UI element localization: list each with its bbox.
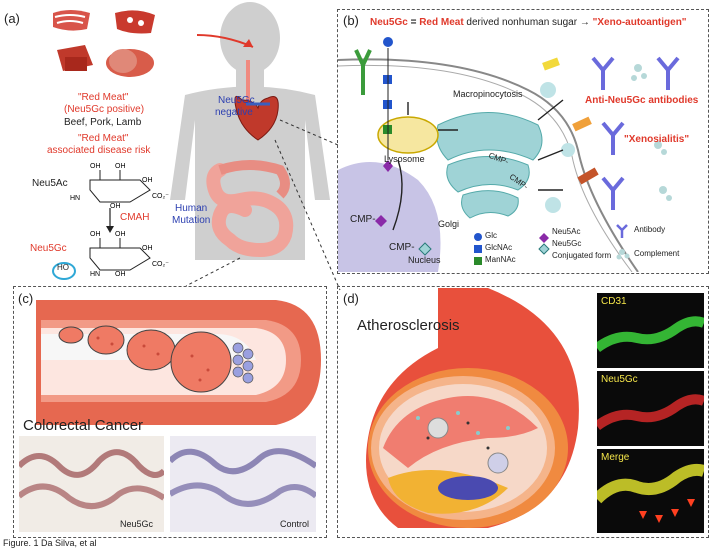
neu5gc-label: Neu5Gc [30,243,67,254]
intestine-graphic [206,160,294,258]
micrograph-right-label: Control [280,519,310,529]
title-neu5gc: Neu5Gc [370,17,408,28]
svg-text:CO₂⁻: CO₂⁻ [152,261,169,268]
svg-text:OH: OH [90,231,101,238]
meat-icons [53,10,155,77]
legend-neu5gc: Neu5Gc [552,239,582,248]
title-xeno: "Xeno-autoantigen" [592,17,687,28]
neu5ac-label: Neu5Ac [32,178,68,189]
panel-a-letter: (a) [4,11,20,26]
cell-diagram [338,37,680,272]
svg-text:OH: OH [142,177,153,184]
micrograph-cd31 [597,293,704,368]
svg-text:OH: OH [110,203,121,210]
svg-text:OH: OH [115,231,126,238]
lysosome-label: Lysosome [384,154,425,164]
cd31-label: CD31 [601,296,627,307]
merge-label: Merge [601,452,630,463]
micrograph-left-label: Neu5Gc [120,519,154,529]
micrograph-merge [597,449,704,533]
svg-text:OH: OH [115,271,126,278]
cmah-label: CMAH [120,212,150,223]
ho-highlight-circle [52,262,76,280]
cmp-label-a: CMP- [350,214,376,225]
anti-antibodies-label: Anti-Neu5Gc antibodies [585,95,699,106]
meats-label: Beef, Pork, Lamb [64,117,142,128]
lysosome-graphic [377,116,439,154]
micrograph-neu5gc-red [597,371,704,446]
panel-b-title: Neu5Gc = Red Meat derived nonhuman sugar… [370,17,687,28]
colorectal-title: Colorectal Cancer [23,417,144,434]
neu5gc-negative-label-1: Neu5Gc [218,95,255,106]
legend-conjugated: Conjugated form [552,251,612,260]
svg-text:HN: HN [90,271,100,278]
micrograph-neu5gc [19,436,164,532]
legend-neu5ac: Neu5Ac [552,227,581,236]
title-middle: derived nonhuman sugar → [463,17,593,28]
svg-text:OH: OH [142,245,153,252]
heart-graphic [234,95,279,141]
nucleus-label: Nucleus [408,255,441,265]
legend-glc: Glc [485,231,497,240]
cmah-arrow [106,208,114,233]
legend-glcnac: GlcNAc [485,243,513,252]
svg-text:CO₂⁻: CO₂⁻ [152,193,169,200]
red-meat-label: "Red Meat" [78,92,129,103]
human-mutation-label-2: Mutation [172,215,211,226]
svg-text:OH: OH [115,163,126,170]
artery-graphic [366,288,579,528]
cmp-label-b: CMP- [389,242,415,253]
colon-cross-section [36,300,321,425]
micrograph-control [170,436,316,532]
legend-complement: Complement [634,249,680,258]
title-equals: = [407,17,420,28]
human-mutation-label-1: Human [175,203,208,214]
panel-b-letter: (b) [343,13,359,28]
xenosialitis-label: "Xenosialitis" [624,134,690,145]
atherosclerosis-title: Atherosclerosis [357,317,460,334]
title-red-meat: Red Meat [419,17,464,28]
neu5ac-structure: OH OH OH CO₂⁻ HN OH [70,163,169,210]
red-meat-label-2: "Red Meat" [78,133,129,144]
legend-mannac: ManNAc [485,255,516,264]
panel-d-letter: (d) [343,291,359,306]
legend-antibody: Antibody [634,225,666,234]
ingestion-arrow [196,34,254,48]
human-body-silhouette [170,2,330,260]
ho-label: HO [57,263,69,272]
golgi-stacks [436,112,543,219]
neu5gc-micro-label: Neu5Gc [601,374,638,385]
macropinocytosis-label: Macropinocytosis [453,89,523,99]
neu5gc-positive-label: (Neu5Gc positive) [64,104,145,115]
neu5gc-structure: OH OH OH CO₂⁻ HN OH [89,231,169,278]
svg-text:HN: HN [70,195,80,202]
figure-caption: Figure. 1 Da Silva, et al [3,538,97,548]
golgi-label: Golgi [438,219,460,229]
neu5gc-negative-label-2: negative [215,107,253,118]
panel-c [13,286,327,538]
panel-c-letter: (c) [18,291,34,306]
svg-text:OH: OH [90,163,101,170]
disease-risk-label: associated disease risk [47,145,151,156]
panel-b [337,9,709,274]
panel-d [337,286,709,538]
